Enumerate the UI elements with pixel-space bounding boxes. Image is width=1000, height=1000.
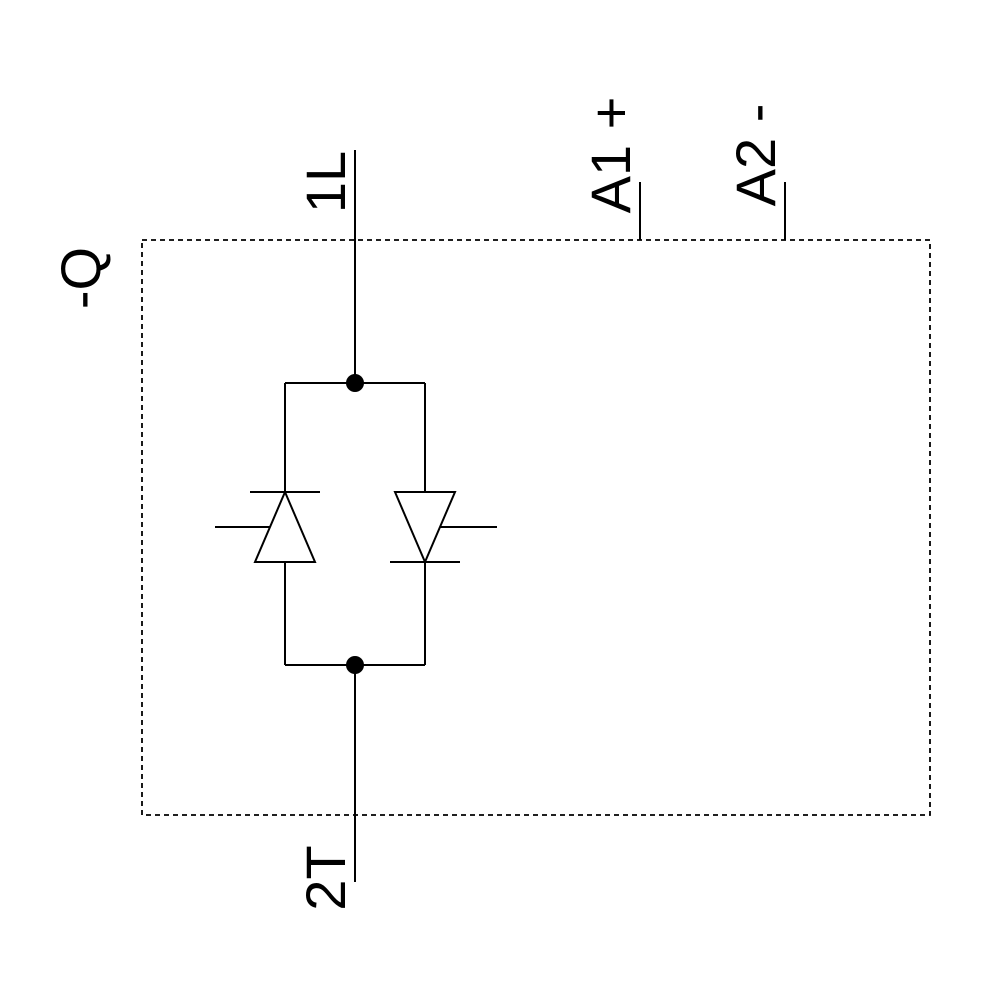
top-connection-node <box>346 374 364 392</box>
control-negative-terminal-label: A2 - <box>724 104 787 207</box>
device-boundary-outline <box>141 239 931 816</box>
load-out-terminal-label: 2T <box>294 845 357 910</box>
load-in-terminal-label: 1L <box>294 151 357 213</box>
control-positive-terminal-label: A1 + <box>579 97 642 214</box>
device-designation-label: -Q <box>49 247 112 309</box>
